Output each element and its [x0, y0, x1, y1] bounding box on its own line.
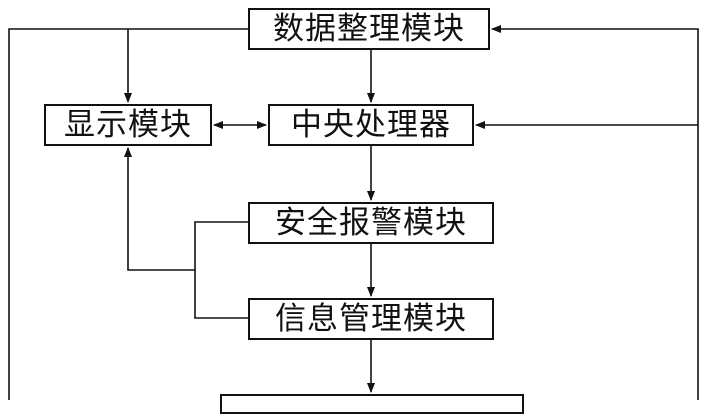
- safety-alarm-module-box: 安全报警模块: [248, 202, 494, 244]
- info-management-module-label: 信息管理模块: [275, 300, 467, 337]
- data-module-label: 数据整理模块: [273, 10, 465, 47]
- connector-layer: [8, 25, 699, 400]
- data-module-box: 数据整理模块: [248, 8, 490, 50]
- alarm-info-bracket: [194, 221, 248, 319]
- display-module-label: 显示模块: [64, 106, 192, 143]
- bracket-to-display-arrow: [124, 147, 195, 271]
- central-processor-label: 中央处理器: [291, 106, 451, 143]
- info-management-module-box: 信息管理模块: [248, 298, 494, 340]
- central-processor-box: 中央处理器: [268, 104, 474, 146]
- bottom-module-box: [220, 394, 524, 414]
- right-loop-to-data-arrow: [491, 25, 699, 400]
- display-module-box: 显示模块: [44, 104, 212, 146]
- left-frame-line: [8, 28, 248, 400]
- safety-alarm-module-label: 安全报警模块: [275, 204, 467, 241]
